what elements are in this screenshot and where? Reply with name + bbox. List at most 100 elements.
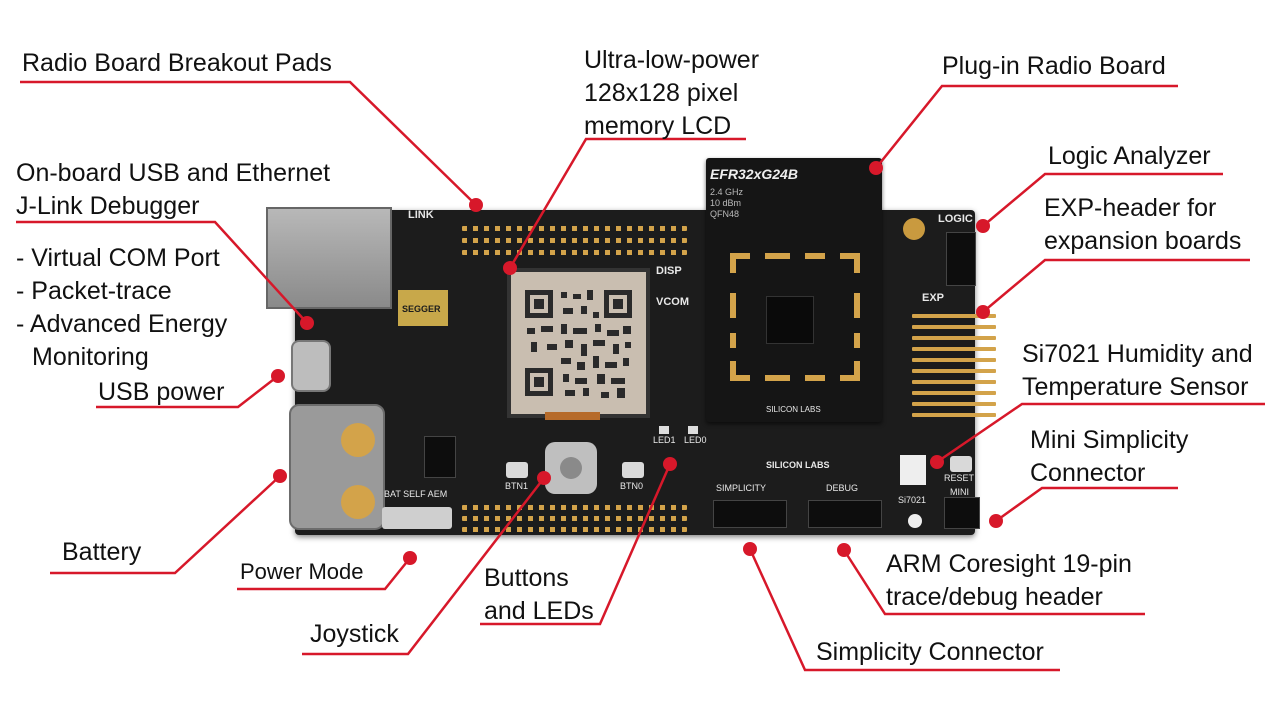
label-buttons-line1: Buttons [484, 564, 569, 592]
endpoint-simplicity [743, 542, 757, 556]
endpoint-logic-analyzer [976, 219, 990, 233]
sma-pad [903, 218, 925, 240]
endpoint-power-mode [403, 551, 417, 565]
battery-contact-bottom [341, 485, 375, 519]
radio-silicon-labs-logo: SILICON LABS [766, 405, 821, 414]
silk-exp: EXP [922, 292, 945, 304]
leader-buttons-leds [480, 463, 672, 626]
silk-bat-self-aem: BAT SELF AEM [384, 489, 448, 499]
leader-breakout-pads [20, 80, 477, 206]
label-debugger-line1: On-board USB and Ethernet [16, 159, 331, 187]
leader-mini-simplicity [995, 486, 1178, 523]
radio-board-name: EFR32xG24B [710, 166, 798, 182]
label-radio-board: Plug-in Radio Board [942, 52, 1166, 80]
board-silicon-labs-logo: SILICON LABS [766, 460, 830, 470]
leader-debugger [16, 220, 308, 324]
endpoint-mini-simplicity [989, 514, 1003, 528]
battery-contact-top [341, 423, 375, 457]
leader-si7021 [936, 402, 1265, 464]
label-lcd-line3: memory LCD [584, 112, 732, 140]
debug-header [808, 500, 882, 528]
simplicity-header [713, 500, 787, 528]
leader-simplicity [748, 548, 1060, 672]
endpoint-si7021 [930, 455, 944, 469]
radio-soc-chip [766, 296, 814, 344]
endpoint-buttons-leds [663, 457, 677, 471]
label-feature-aem: - Advanced Energy [16, 310, 228, 338]
usb-c-port [291, 340, 331, 392]
leader-lcd [508, 137, 746, 269]
silk-disp: DISP [656, 265, 682, 277]
logic-analyzer-header [946, 232, 976, 286]
radio-spec-package: QFN48 [710, 209, 740, 219]
silk-debug: DEBUG [826, 483, 859, 493]
si7021-sensor-cover [900, 455, 926, 485]
mounting-hole [908, 514, 922, 528]
silk-reset: RESET [944, 473, 975, 483]
label-mini-line1: Mini Simplicity [1030, 426, 1189, 454]
label-arm-line2: trace/debug header [886, 583, 1103, 611]
label-arm-line1: ARM Coresight 19-pin [886, 550, 1132, 578]
leader-radio-board [875, 84, 1178, 169]
label-mini-line2: Connector [1030, 459, 1146, 487]
mini-simplicity-header [944, 497, 980, 529]
label-joystick: Joystick [310, 620, 399, 648]
antenna-keepout-brackets [730, 253, 860, 381]
silk-logic: LOGIC [938, 213, 973, 225]
endpoint-lcd [503, 261, 517, 275]
silk-led1: LED1 [653, 435, 676, 445]
memory-lcd [507, 268, 650, 418]
led0 [688, 426, 698, 434]
label-exp-header: EXP-header for expansion boards [1044, 192, 1241, 258]
label-mini-simplicity: Mini Simplicity Connector [1030, 424, 1188, 490]
silk-mini: MINI [950, 487, 969, 497]
leader-joystick [302, 477, 545, 656]
leader-usb-power [96, 375, 279, 409]
btn0-button [622, 462, 644, 478]
label-si7021: Si7021 Humidity and Temperature Sensor [1022, 338, 1253, 404]
endpoint-battery [273, 469, 287, 483]
label-exp-line2: expansion boards [1044, 227, 1242, 255]
silk-link: LINK [408, 209, 434, 221]
label-lcd-line1: Ultra-low-power [584, 46, 760, 74]
endpoint-exp-header [976, 305, 990, 319]
silk-si7021: Si7021 [898, 495, 927, 505]
btn1-button [506, 462, 528, 478]
endpoint-radio-board [869, 161, 883, 175]
label-buttons-line2: and LEDs [484, 597, 594, 625]
label-battery: Battery [62, 538, 142, 566]
label-breakout-pads: Radio Board Breakout Pads [22, 49, 332, 77]
label-debugger: On-board USB and Ethernet J-Link Debugge… [16, 157, 330, 223]
power-header [424, 436, 456, 478]
silk-simplicity: SIMPLICITY [716, 483, 767, 493]
label-feature-vcom: - Virtual COM Port [16, 244, 220, 272]
leader-power-mode [237, 557, 411, 591]
label-logic-analyzer: Logic Analyzer [1048, 142, 1211, 170]
leader-battery [50, 475, 281, 575]
qr-code-graphic [511, 272, 646, 414]
segger-text: SEGGER [402, 304, 441, 314]
radio-spec-power: 10 dBm [710, 198, 742, 208]
ethernet-port [266, 207, 392, 309]
segger-badge [398, 290, 448, 326]
label-power-mode: Power Mode [240, 559, 364, 584]
radio-spec-frequency: 2.4 GHz [710, 187, 744, 197]
leader-exp-header [982, 258, 1250, 313]
leader-line-group [16, 80, 1265, 672]
endpoint-breakout-pads [469, 198, 483, 212]
power-mode-switch [382, 507, 452, 529]
label-debugger-line2: J-Link Debugger [16, 192, 200, 220]
lcd-flex-cable [545, 412, 600, 420]
silk-vcom: VCOM [656, 296, 689, 308]
leader-logic-analyzer [982, 172, 1223, 227]
label-lcd: Ultra-low-power 128x128 pixel memory LCD [584, 44, 759, 143]
reset-button [950, 456, 972, 472]
endpoint-debugger [300, 316, 314, 330]
label-si7021-line1: Si7021 Humidity and [1022, 340, 1253, 368]
silk-led0: LED0 [684, 435, 707, 445]
endpoint-usb-power [271, 369, 285, 383]
led1 [659, 426, 669, 434]
label-exp-line1: EXP-header for [1044, 194, 1217, 222]
